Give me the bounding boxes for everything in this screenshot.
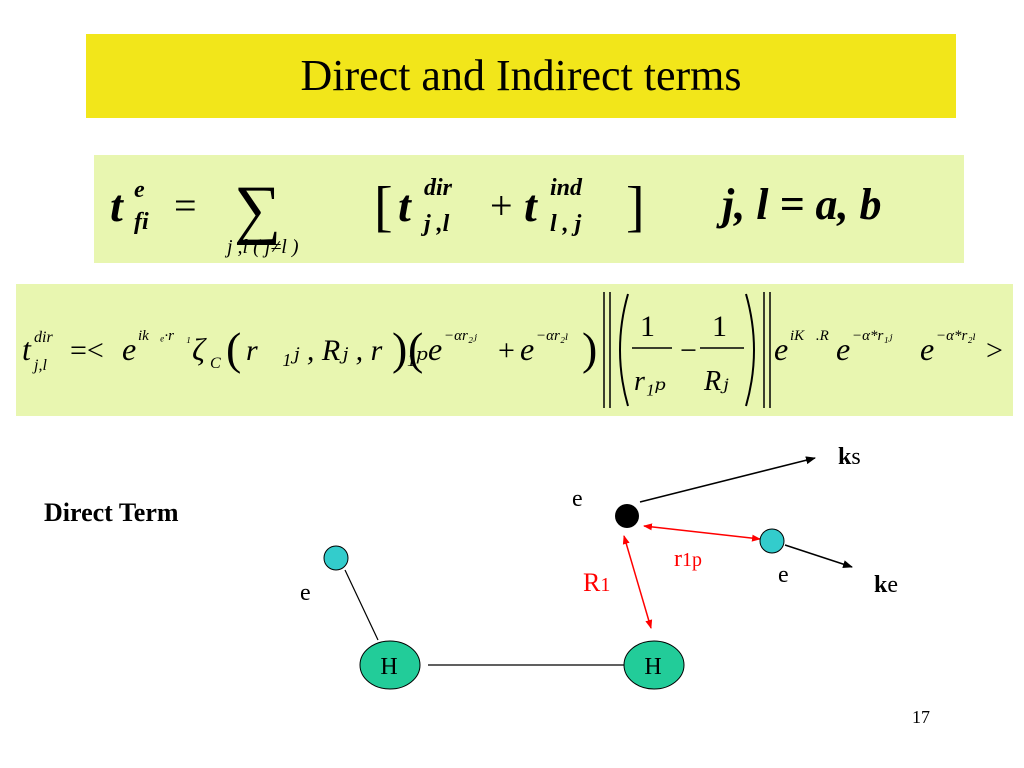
eq2-e2: e [428, 331, 442, 367]
eq1-sub-fi: fi [134, 209, 149, 235]
eq1-bracket-close: ] [626, 176, 645, 238]
eq2-frac1-den: r₁ₚ [634, 366, 666, 397]
eq1-sum-subscript: j ,l ( j≠l ) [224, 236, 299, 258]
ks-label-k: k [838, 444, 852, 470]
ks-arrow [639, 456, 816, 503]
eq1-sup-ind: ind [550, 175, 583, 201]
ejected-electron-label: e [778, 562, 789, 588]
eq2-e1-exp: ik⃗ₑ·r⃗₁ [138, 328, 191, 344]
hydrogen-atom-left [359, 640, 421, 690]
r1p-label-r: r [674, 546, 682, 572]
eq2-frac2-den: Rⱼ [703, 366, 729, 397]
slide-title: Direct and Indirect terms [300, 51, 742, 100]
eq2-bigparen-close [745, 293, 755, 407]
eq2-e2-exp: −αr₂ⱼ [444, 328, 477, 344]
ejected-electron [759, 528, 785, 554]
R1-label-sub: 1 [600, 574, 610, 596]
eq2-gt: > [986, 334, 1003, 367]
eq2-e1: e [122, 331, 136, 367]
eq2-paren2-close: ) [582, 323, 597, 374]
eq1-sup-e: e [134, 177, 145, 203]
hydrogen-label-left: H [380, 654, 397, 680]
eq1-sup-dir: dir [424, 175, 453, 201]
eq1-bracket-open: [ [374, 176, 393, 238]
eq2-e4: e [774, 331, 788, 367]
direct-term-diagram: H H e e e ks ke r1p R1 [300, 444, 898, 690]
eq1-t-dir: t [398, 180, 412, 231]
eq2-lhs-sub: j,l [32, 357, 47, 374]
r1p-label: r1p [674, 546, 702, 572]
hydrogen-atom-right [623, 640, 685, 690]
ks-label-s: s [851, 444, 860, 470]
eq1-t-ind: t [524, 180, 538, 231]
eq2-zeta-args: r⃗₁ⱼ , Rⱼ , r⃗₁ₚ [246, 334, 428, 367]
R1-arrow [622, 535, 653, 629]
eq1-t: t [110, 180, 124, 231]
eq1-plus: + [490, 183, 513, 228]
eq2-e5-exp: −α*r₁ⱼ [852, 328, 893, 344]
equation-direct-box: t dir j,l =< e ik⃗ₑ·r⃗₁ ζ C ( r⃗₁ⱼ , Rⱼ … [16, 284, 1013, 416]
eq2-paren1-open: ( [226, 323, 241, 374]
eq1-equals: = [174, 183, 197, 228]
eq2-minus: − [680, 334, 697, 367]
eq2-paren1-close: ) [392, 323, 407, 374]
eq2-e5: e [836, 331, 850, 367]
ks-label: ks [838, 444, 861, 470]
eq2-e3: e [520, 331, 534, 367]
equation-direct: t dir j,l =< e ik⃗ₑ·r⃗₁ ζ C ( r⃗₁ⱼ , Rⱼ … [22, 292, 1003, 408]
eq2-e4-exp: iK⃗.R⃗ [790, 328, 840, 344]
title-box: Direct and Indirect terms [86, 34, 956, 118]
R1-label: R1 [583, 568, 610, 597]
eq2-bigparen-open [619, 293, 629, 407]
eq1-sum-symbol: ∑ [234, 173, 281, 246]
slide-number: 17 [912, 707, 930, 727]
eq2-e6-exp: −α*r₂ₗ [936, 328, 976, 344]
r1p-arrow [643, 523, 761, 542]
eq1-sub-jl: j ,l [420, 211, 450, 237]
eq2-e6: e [920, 331, 934, 367]
eq2-paren2-open: ( [408, 323, 423, 374]
eq2-frac1-num: 1 [640, 310, 655, 343]
direct-term-label: Direct Term [44, 498, 179, 527]
eq2-plus: + [498, 334, 515, 367]
bound-electron [323, 545, 349, 571]
eq2-lhs-sup: dir [34, 329, 53, 346]
bound-electron-link [344, 569, 379, 641]
bound-electron-label: e [300, 580, 311, 606]
eq2-eq-lt: =< [70, 334, 104, 367]
eq2-zeta-sub: C [210, 355, 221, 372]
R1-label-R: R [583, 568, 601, 597]
scattered-electron [615, 504, 639, 528]
equation-sum: t e fi = ∑ j ,l ( j≠l ) [ t dir j ,l + t… [110, 173, 882, 258]
eq2-frac2-num: 1 [712, 310, 727, 343]
eq2-zeta: ζ [192, 331, 207, 367]
equation-sum-box: t e fi = ∑ j ,l ( j≠l ) [ t dir j ,l + t… [94, 155, 964, 263]
ke-label-e: e [887, 572, 898, 598]
ke-label-k: k [874, 572, 888, 598]
eq1-sub-lj: l , j [550, 211, 582, 237]
ke-label: ke [874, 572, 898, 598]
eq2-lhs-t: t [22, 331, 32, 367]
scattered-electron-label: e [572, 486, 583, 512]
eq1-condition: j, l = a, b [716, 180, 882, 229]
eq2-e3-exp: −αr₂ₗ [536, 328, 569, 344]
ke-arrow [784, 544, 853, 568]
r1p-label-sub: 1p [682, 549, 702, 571]
hydrogen-label-right: H [644, 654, 661, 680]
